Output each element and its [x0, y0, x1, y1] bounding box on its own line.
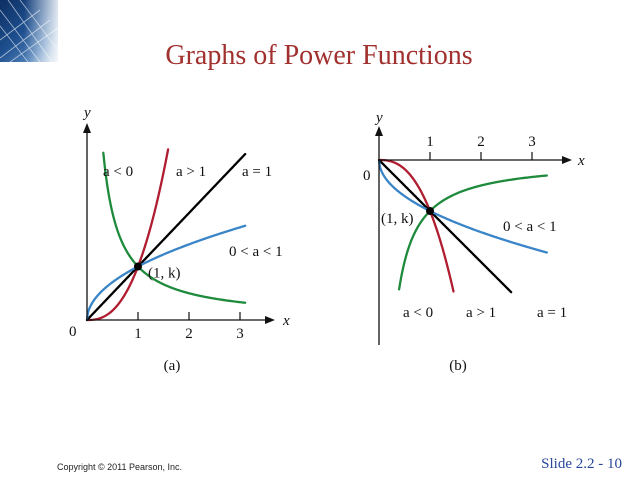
panel-b-label-a-greater-1: a > 1 [466, 305, 496, 321]
panel-a-y-arrow [83, 123, 91, 133]
panel-a-x-tick-label: 2 [185, 326, 193, 342]
panel-b-x-tick-label: 3 [528, 134, 536, 150]
panel-b-ticks: 1 2 3 [426, 134, 536, 160]
panel-a-origin-label: 0 [69, 324, 77, 340]
panel-b-curve-1 [377, 158, 455, 293]
panel-b-origin-label: 0 [363, 168, 371, 184]
panel-a-x-arrow [265, 316, 275, 324]
panel-a-label-a-between-0-1: 0 < a < 1 [229, 244, 283, 260]
panel-b-label-a-between-0-1: 0 < a < 1 [503, 219, 557, 235]
panel-a-curve-3 [85, 224, 247, 320]
panel-a-label-a-greater-1: a > 1 [176, 164, 206, 180]
slide-title: Graphs of Power Functions [165, 40, 473, 71]
panel-b-x-tick-label: 1 [426, 134, 434, 150]
copyright-notice: Copyright © 2011 Pearson, Inc. [57, 462, 183, 472]
panel-b-point-label: (1, k) [381, 211, 414, 227]
panel-a-y-label: y [82, 105, 91, 121]
slide-number: Slide 2.2 - 10 [541, 456, 622, 472]
panel-a-x-tick-label: 3 [236, 326, 244, 342]
panel-b-x-tick-label: 2 [477, 134, 485, 150]
panel-a-label-a-equal-1: a = 1 [242, 164, 272, 180]
corner-decoration [0, 0, 58, 62]
panel-b-curve-0 [397, 174, 548, 291]
panel-b-x-label: x [577, 153, 585, 169]
panel-b-point [426, 207, 434, 215]
panel-b-curve-2 [377, 158, 513, 294]
panel-a-point-label: (1, k) [148, 266, 181, 282]
panel-b-curve-3 [377, 160, 548, 254]
panel-b-y-label: y [374, 110, 383, 126]
panel-a-x-label: x [282, 313, 290, 329]
panel-a-curve-2 [85, 152, 247, 322]
panel-a-x-tick-label: 1 [134, 326, 142, 342]
panel-a-caption: (a) [164, 358, 181, 374]
panel-a-curve-1 [85, 148, 170, 322]
panel-a: 1 2 3 x y 0 (1, k) a < 0 a > 1 a = 1 0 < a… [69, 105, 290, 374]
panel-b-x-arrow [562, 156, 572, 164]
panel-a-curve-0 [102, 151, 247, 304]
panel-b-y-arrow [375, 126, 383, 136]
panel-b: 1 2 3 x y 0 (1, k) a < 0 a > 1 a = 1 0 < a… [363, 110, 585, 374]
panel-a-ticks: 1 2 3 [134, 312, 244, 342]
panel-b-label-a-less-0: a < 0 [403, 305, 433, 321]
panel-a-point [134, 262, 142, 271]
panel-a-curves [85, 148, 247, 322]
panel-b-curves [377, 158, 548, 294]
panel-b-label-a-equal-1: a = 1 [537, 305, 567, 321]
panel-a-label-a-less-0: a < 0 [103, 164, 133, 180]
panel-b-caption: (b) [449, 358, 467, 374]
